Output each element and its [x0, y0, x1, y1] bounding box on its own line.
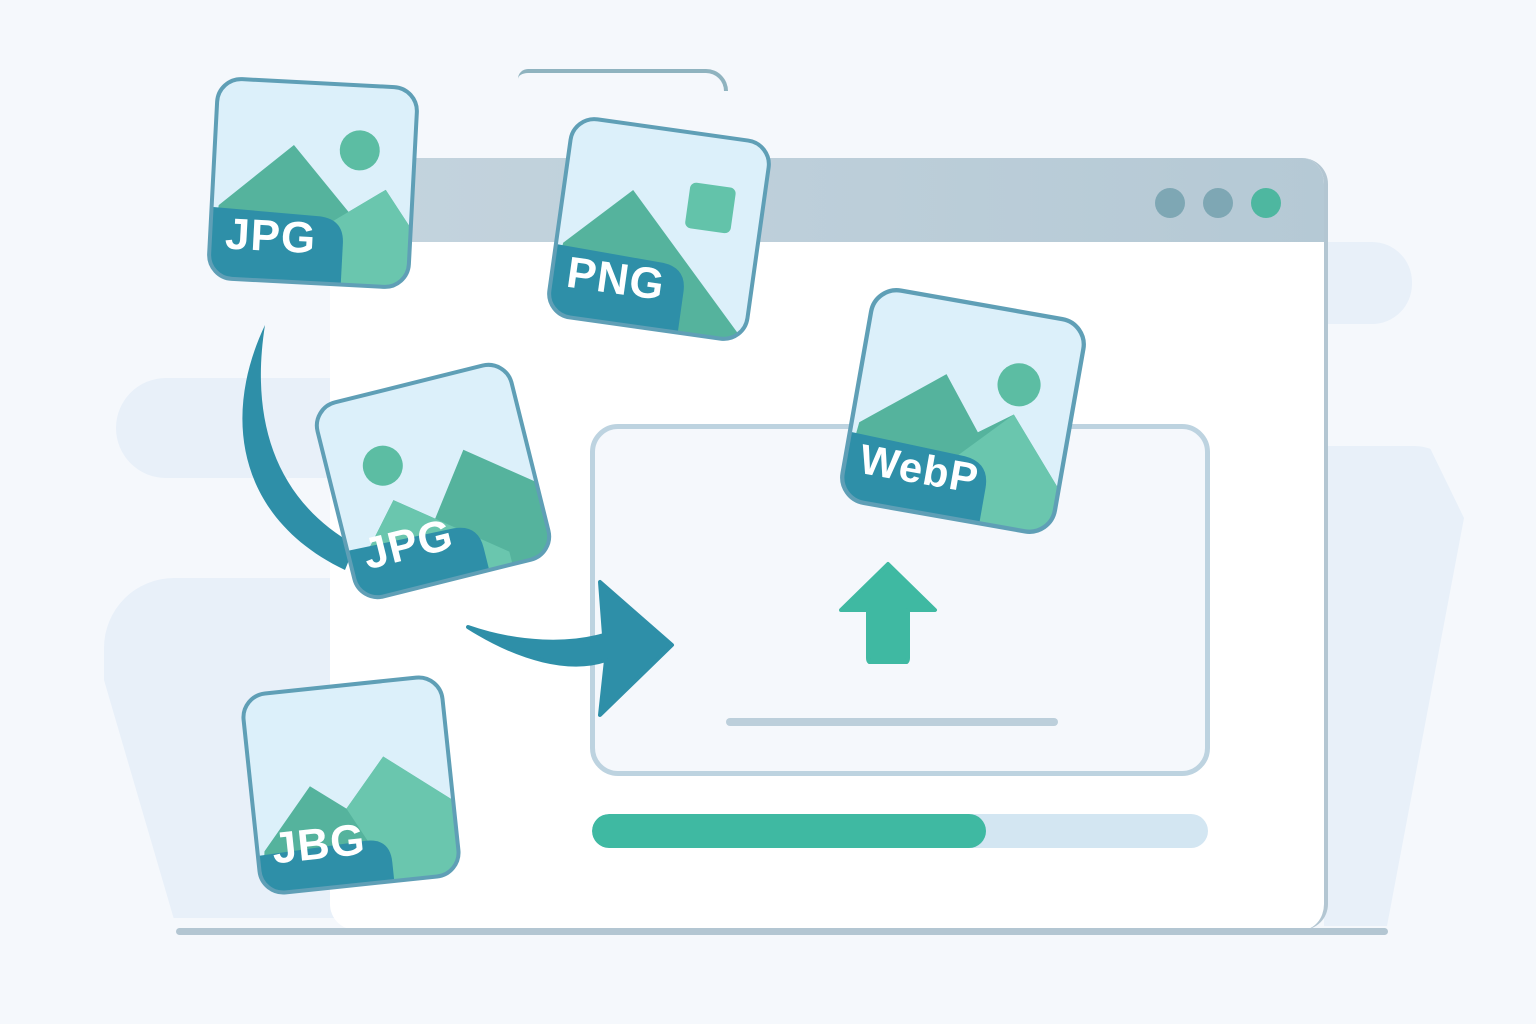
image-file-icon: [546, 116, 772, 342]
background-blob: [1320, 242, 1412, 324]
window-control-dot[interactable]: [1203, 188, 1233, 218]
window-titlebar: [330, 158, 1324, 242]
file-card-jbg[interactable]: JBG: [238, 672, 464, 898]
upload-arrow-icon[interactable]: [838, 560, 938, 665]
file-card-jpg[interactable]: JPG: [205, 75, 421, 291]
window-control-dot[interactable]: [1155, 188, 1185, 218]
file-format-label: JPG: [223, 209, 318, 264]
window-base-line: [176, 928, 1388, 935]
dropzone-placeholder-line: [726, 718, 1058, 726]
image-file-icon: [241, 675, 461, 895]
file-format-label: JBG: [269, 814, 368, 874]
window-control-dot[interactable]: [1251, 188, 1281, 218]
upload-progress-bar: [592, 814, 1208, 848]
file-card-png[interactable]: PNG: [543, 113, 776, 346]
upload-progress-fill: [592, 814, 987, 848]
file-card-webp[interactable]: WebP: [834, 282, 1091, 539]
background-blob: [116, 378, 336, 478]
image-file-icon: [207, 77, 419, 289]
